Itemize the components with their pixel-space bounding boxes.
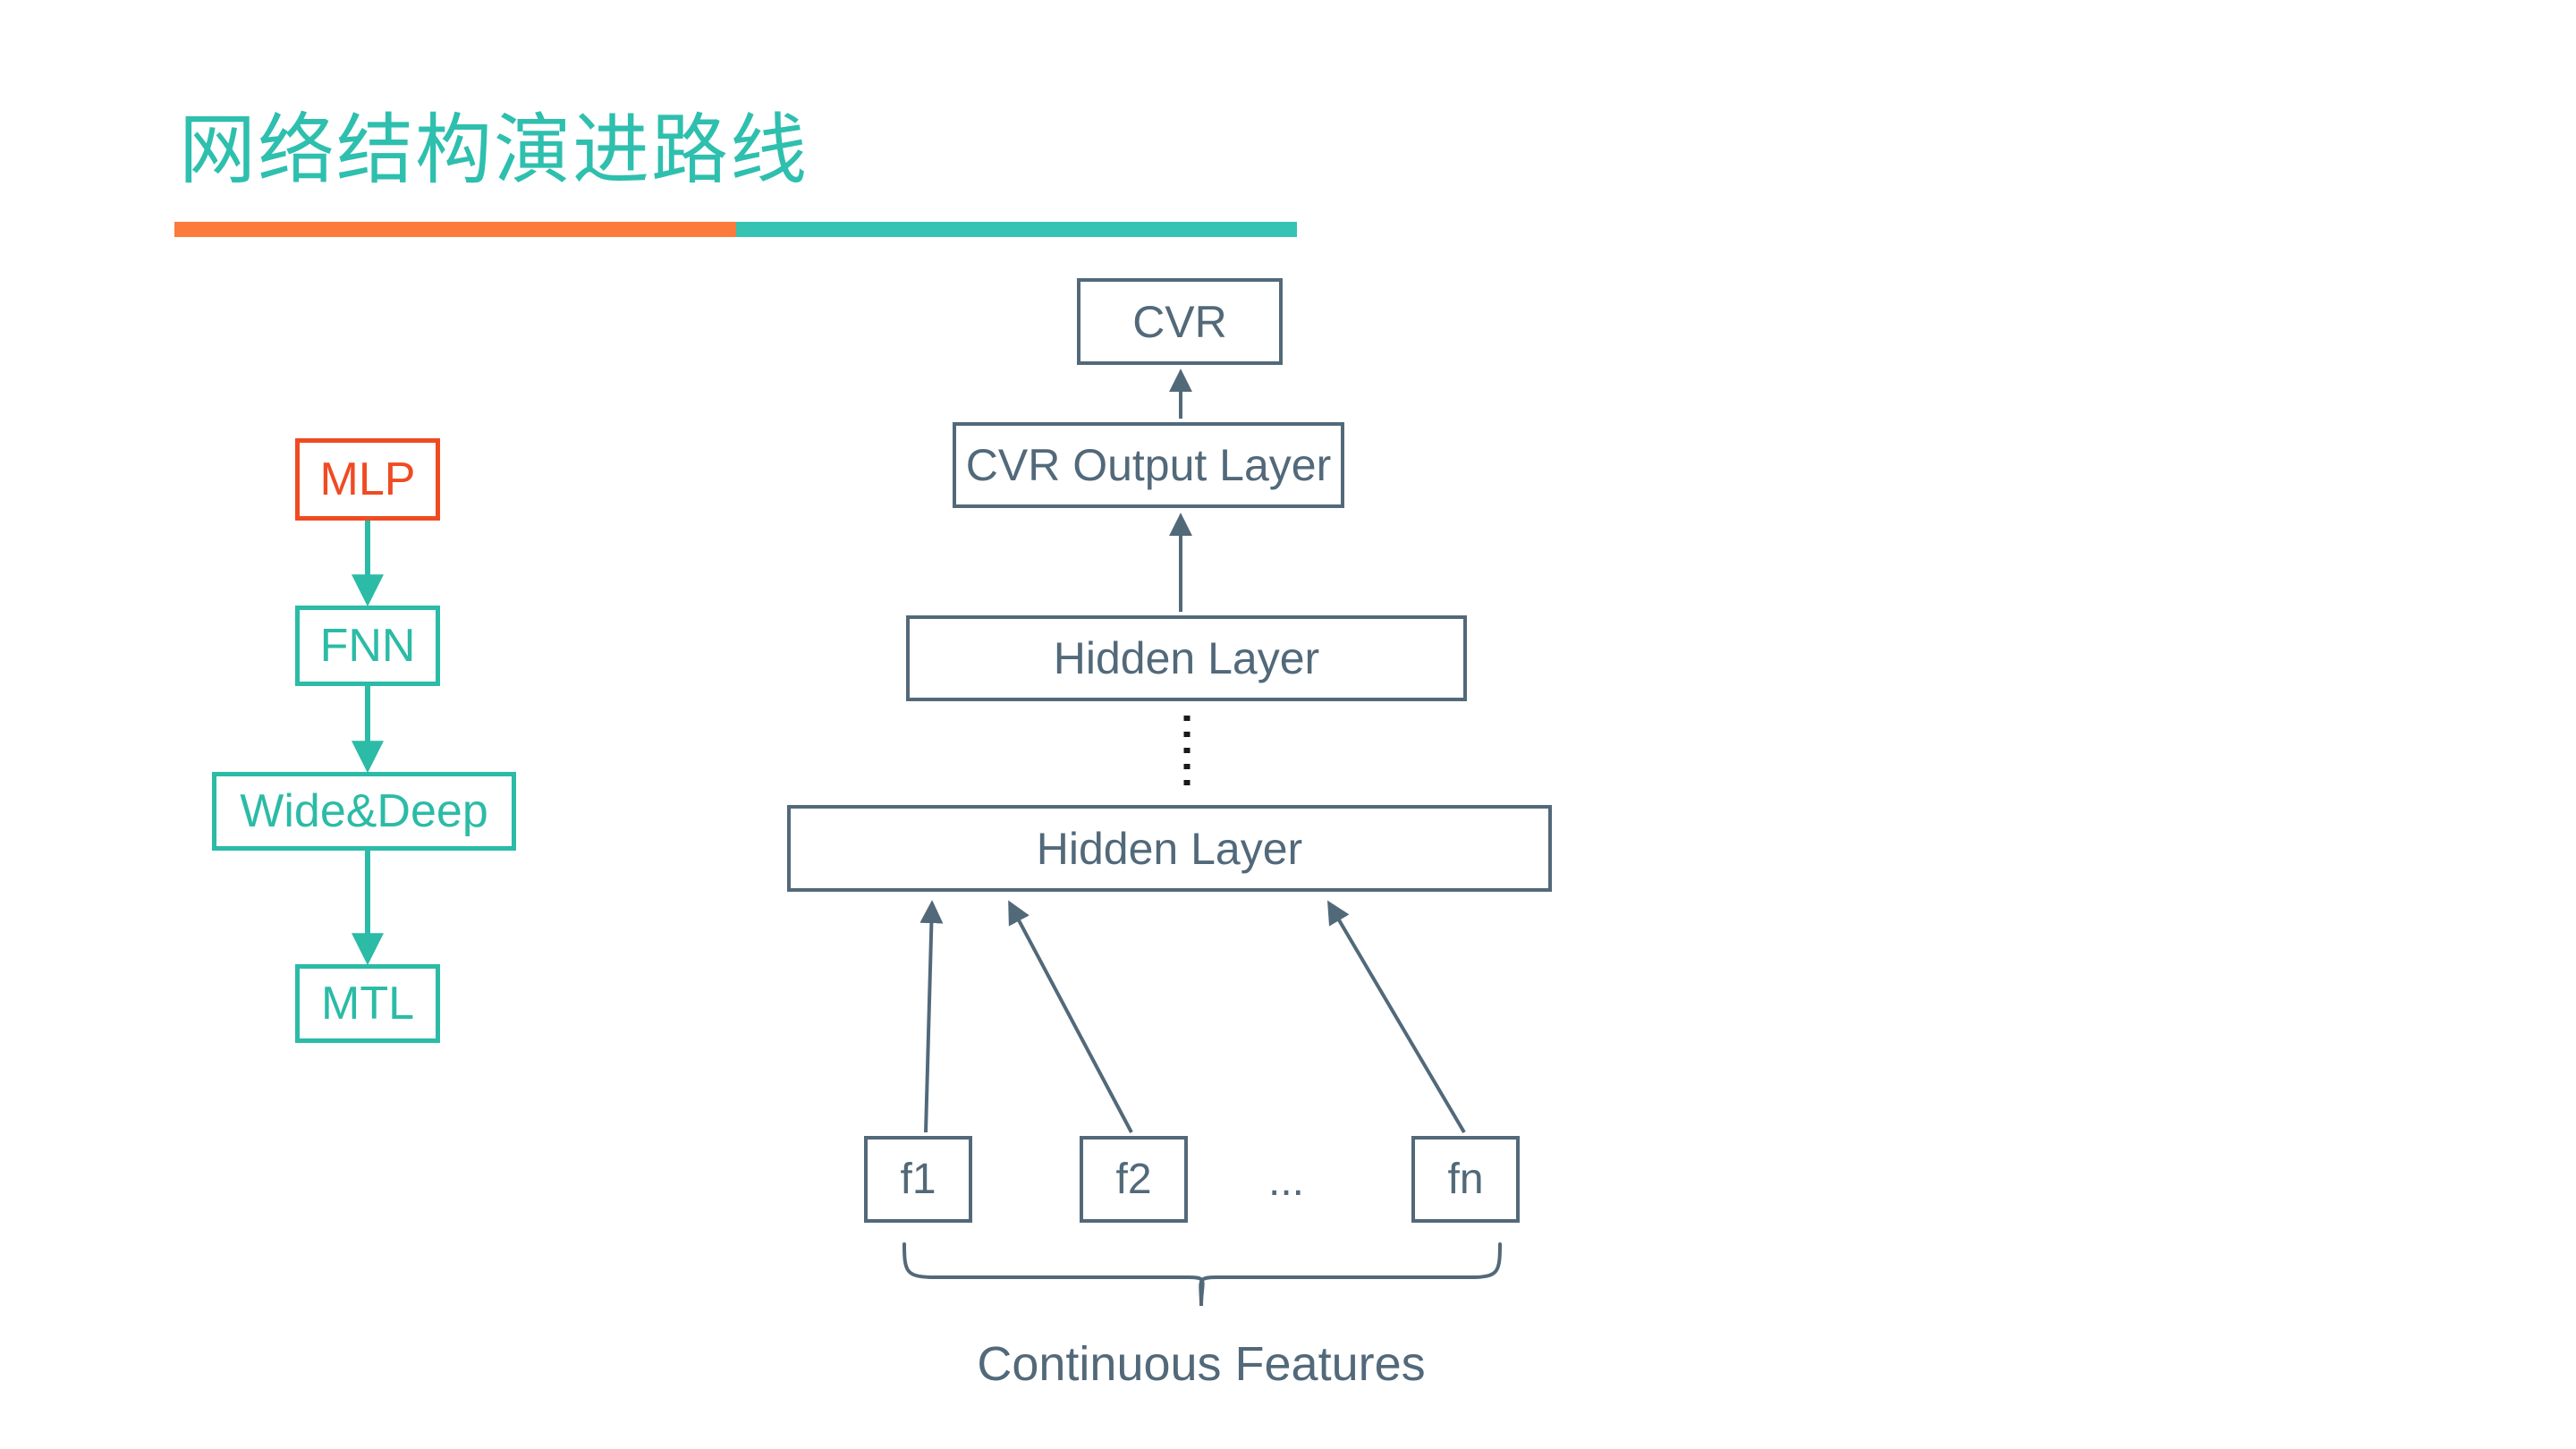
title-underline-rule bbox=[174, 222, 1297, 237]
network-node-hidden-layer-bottom[interactable]: Hidden Layer bbox=[787, 805, 1552, 892]
network-node-hidden-layer-top[interactable]: Hidden Layer bbox=[906, 615, 1467, 701]
arrow-f2-to-hidden-layer bbox=[1008, 900, 1133, 1133]
continuous-features-brace bbox=[902, 1242, 1502, 1307]
feature-box-f1[interactable]: f1 bbox=[864, 1136, 972, 1223]
chain-node-wide-and-deep[interactable]: Wide&Deep bbox=[212, 772, 516, 851]
page-title: 网络结构演进路线 bbox=[179, 107, 809, 193]
title-rule-teal-segment bbox=[735, 222, 1297, 237]
feature-box-f2[interactable]: f2 bbox=[1080, 1136, 1188, 1223]
network-node-cvr-output-layer[interactable]: CVR Output Layer bbox=[953, 422, 1344, 508]
feature-box-fn[interactable]: fn bbox=[1411, 1136, 1520, 1223]
chain-node-mtl[interactable]: MTL bbox=[295, 964, 440, 1043]
title-rule-orange-segment bbox=[174, 222, 736, 237]
chain-node-mlp[interactable]: MLP bbox=[295, 438, 440, 521]
arrow-fn-to-hidden-layer bbox=[1327, 900, 1466, 1134]
feature-ellipsis-label: ... bbox=[1267, 1157, 1304, 1205]
network-node-cvr[interactable]: CVR bbox=[1077, 278, 1283, 365]
chain-node-fnn[interactable]: FNN bbox=[295, 606, 440, 686]
arrow-f1-to-hidden-layer bbox=[919, 900, 944, 1133]
continuous-features-label: Continuous Features bbox=[977, 1337, 1426, 1391]
